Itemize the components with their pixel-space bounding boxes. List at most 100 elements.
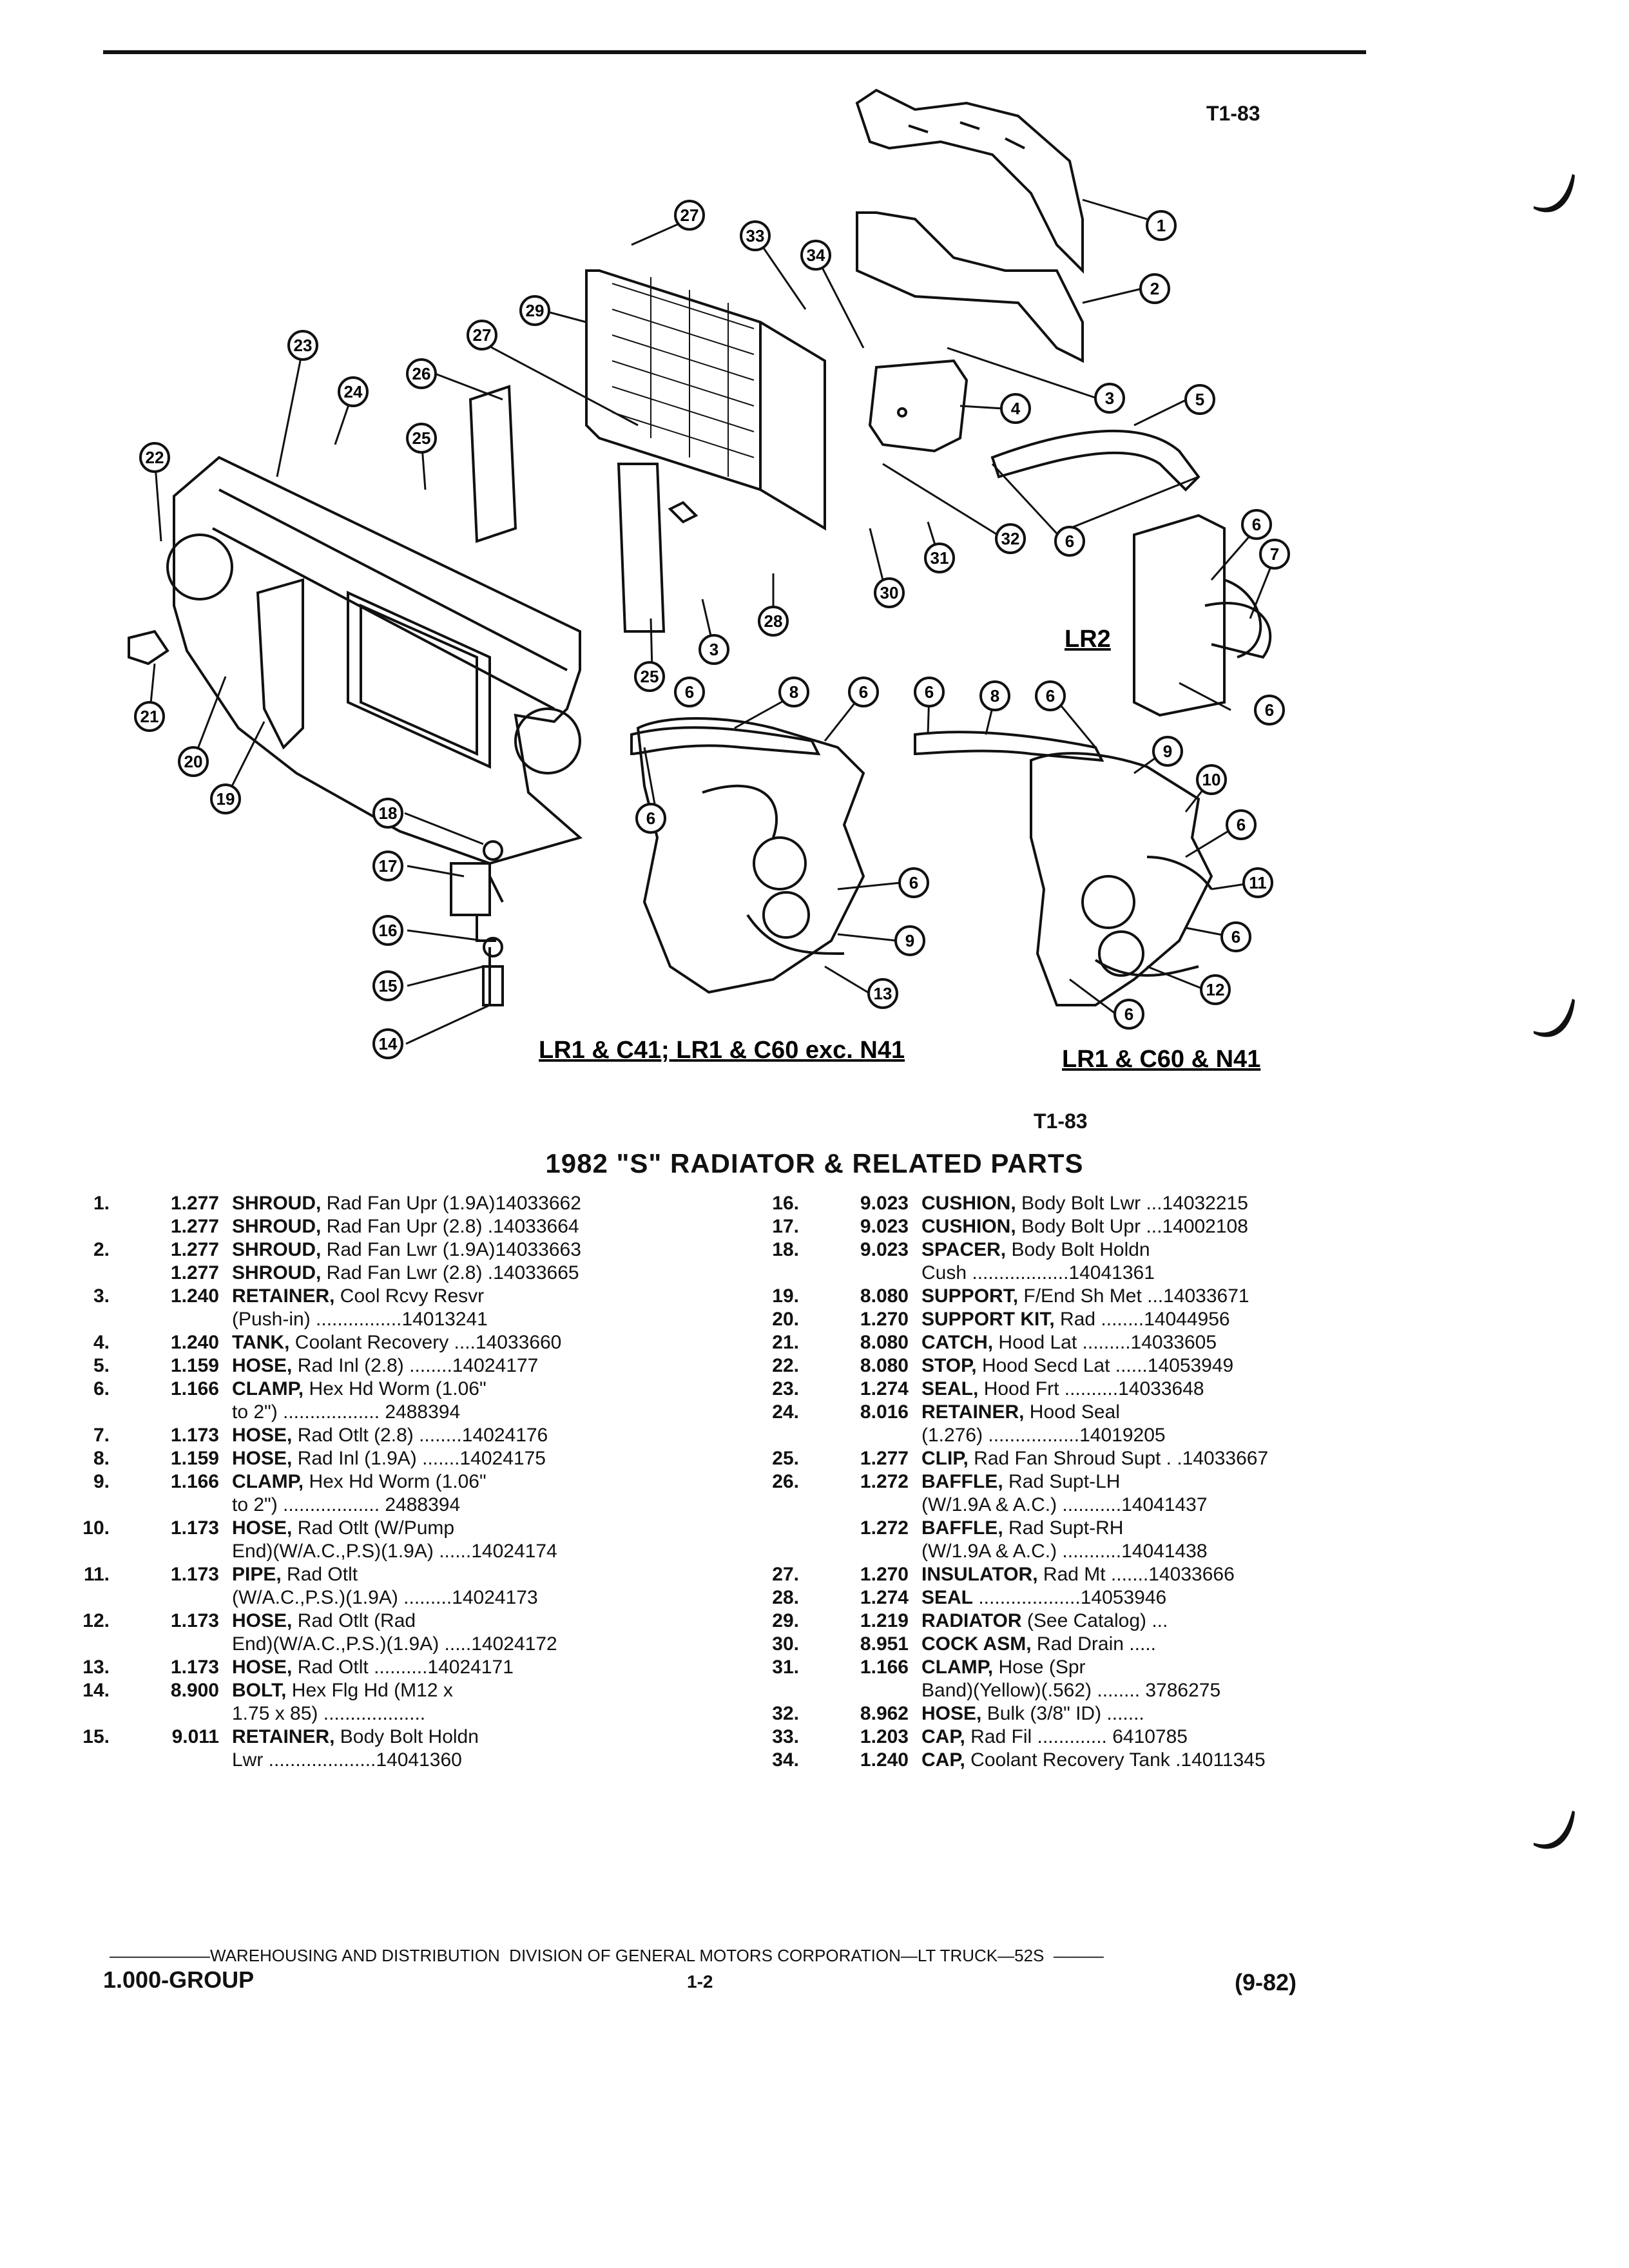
part-detail: Body Bolt Holdn xyxy=(334,1726,479,1747)
callout-29: 29 xyxy=(519,295,550,326)
part-detail: Band)(Yellow)(.562) ........ 3786275 xyxy=(921,1680,1221,1701)
callout-number: 6 xyxy=(1265,700,1274,720)
part-ref-number: 15. xyxy=(82,1726,110,1747)
part-ref-number: 23. xyxy=(772,1378,799,1399)
callout-25: 25 xyxy=(406,423,437,454)
part-ref-number xyxy=(52,1633,110,1656)
callout-number: 28 xyxy=(764,611,783,631)
part-group-number: 1.173 xyxy=(170,1425,219,1446)
part-detail: (1.276) .................14019205 xyxy=(921,1425,1166,1446)
part-ref-number xyxy=(52,1215,110,1238)
part-ref-number xyxy=(741,1494,799,1517)
part-detail: Rad ........14044956 xyxy=(1054,1309,1230,1330)
callout-3: 3 xyxy=(699,634,729,665)
callout-6: 6 xyxy=(848,677,879,707)
part-name: SEAL xyxy=(921,1587,974,1608)
callout-7: 7 xyxy=(1259,539,1290,570)
part-name: SEAL, xyxy=(921,1378,979,1399)
callout-number: 15 xyxy=(379,976,398,995)
part-description: to 2") .................. 2488394 xyxy=(232,1401,460,1424)
part-description: HOSE, Rad Inl (1.9A) .......14024175 xyxy=(232,1447,546,1470)
callout-number: 22 xyxy=(146,448,164,467)
part-ref-number xyxy=(52,1702,110,1725)
part-ref-number: 24. xyxy=(772,1401,799,1423)
part-description: (Push-in) ................14013241 xyxy=(232,1308,488,1331)
callout-number: 7 xyxy=(1270,544,1279,564)
part-row: (W/1.9A & A.C.) ...........14041437 xyxy=(741,1494,1268,1517)
part-ref-number xyxy=(52,1262,110,1285)
callout-26: 26 xyxy=(406,358,437,389)
part-detail: Rad Fan Lwr (1.9A)14033663 xyxy=(321,1239,581,1260)
part-detail: Coolant Recovery Tank .14011345 xyxy=(965,1749,1266,1771)
part-group-number: 1.270 xyxy=(860,1309,909,1330)
callout-6: 6 xyxy=(635,803,666,834)
callout-6: 6 xyxy=(674,677,705,707)
part-group-number xyxy=(110,1749,232,1772)
callout-6: 6 xyxy=(1254,695,1285,726)
part-ref-number: 21. xyxy=(772,1332,799,1353)
part-ref-number: 30. xyxy=(772,1633,799,1655)
part-group-number: 9.023 xyxy=(860,1193,909,1214)
callout-24: 24 xyxy=(338,376,369,407)
part-description: TANK, Coolant Recovery ....14033660 xyxy=(232,1331,561,1354)
callout-31: 31 xyxy=(924,543,955,573)
part-detail: End)(W/A.C.,P.S.)(1.9A) .....14024172 xyxy=(232,1633,557,1655)
radiator-lr2-drawing xyxy=(1133,514,1226,717)
part-detail: Rad Fil ............. 6410785 xyxy=(965,1726,1188,1747)
part-ref-number: 6. xyxy=(93,1378,110,1399)
callout-number: 27 xyxy=(473,325,492,345)
part-description: HOSE, Rad Otlt (2.8) ........14024176 xyxy=(232,1424,548,1447)
part-group-number: 8.080 xyxy=(860,1285,909,1307)
part-ref-number: 9. xyxy=(93,1471,110,1492)
callout-2: 2 xyxy=(1139,273,1170,304)
callout-12: 12 xyxy=(1200,974,1231,1005)
part-detail: (Push-in) ................14013241 xyxy=(232,1309,488,1330)
part-group-number: 8.962 xyxy=(860,1703,909,1724)
footer-date: (9-82) xyxy=(1235,1969,1297,1995)
part-description: STOP, Hood Secd Lat ......14053949 xyxy=(921,1354,1233,1378)
part-row: (Push-in) ................14013241 xyxy=(52,1308,581,1331)
callout-number: 25 xyxy=(641,667,659,686)
part-detail: (W/1.9A & A.C.) ...........14041438 xyxy=(921,1541,1208,1562)
part-row: 1.75 x 85) ................... xyxy=(52,1702,581,1725)
part-name: SHROUD, xyxy=(232,1239,322,1260)
part-detail: Cool Rcvy Resvr xyxy=(334,1285,485,1307)
part-detail: Rad Inl (2.8) ........14024177 xyxy=(292,1355,539,1376)
part-group-number: 1.173 xyxy=(170,1517,219,1539)
callout-6: 6 xyxy=(1113,999,1144,1030)
callout-32: 32 xyxy=(995,523,1026,554)
callout-6: 6 xyxy=(1226,809,1257,840)
part-group-number: 1.166 xyxy=(170,1378,219,1399)
part-description: RETAINER, Body Bolt Holdn xyxy=(232,1725,479,1749)
part-ref-number: 10. xyxy=(82,1517,110,1539)
callout-number: 6 xyxy=(909,873,918,892)
part-name: RETAINER, xyxy=(921,1401,1025,1423)
part-ref-number: 2. xyxy=(93,1239,110,1260)
callout-number: 6 xyxy=(1046,686,1055,706)
part-row: (1.276) .................14019205 xyxy=(741,1424,1268,1447)
label-lr2: LR2 xyxy=(1065,626,1111,653)
part-ref-number: 3. xyxy=(93,1285,110,1307)
part-ref-number xyxy=(52,1749,110,1772)
footer-group: 1.000-GROUP xyxy=(103,1966,255,1993)
part-group-number: 1.173 xyxy=(170,1564,219,1585)
callout-number: 6 xyxy=(1065,532,1074,551)
callout-22: 22 xyxy=(139,442,170,473)
part-detail: End)(W/A.C.,P.S)(1.9A) ......14024174 xyxy=(232,1541,557,1562)
part-detail: Rad Fan Upr (2.8) .14033664 xyxy=(321,1216,579,1237)
part-name: SHROUD, xyxy=(232,1193,322,1214)
part-group-number: 1.277 xyxy=(170,1262,219,1283)
part-group-number xyxy=(110,1494,232,1517)
callout-8: 8 xyxy=(979,680,1010,711)
part-name: INSULATOR, xyxy=(921,1564,1038,1585)
part-detail: Hex Hd Worm (1.06" xyxy=(304,1471,487,1492)
